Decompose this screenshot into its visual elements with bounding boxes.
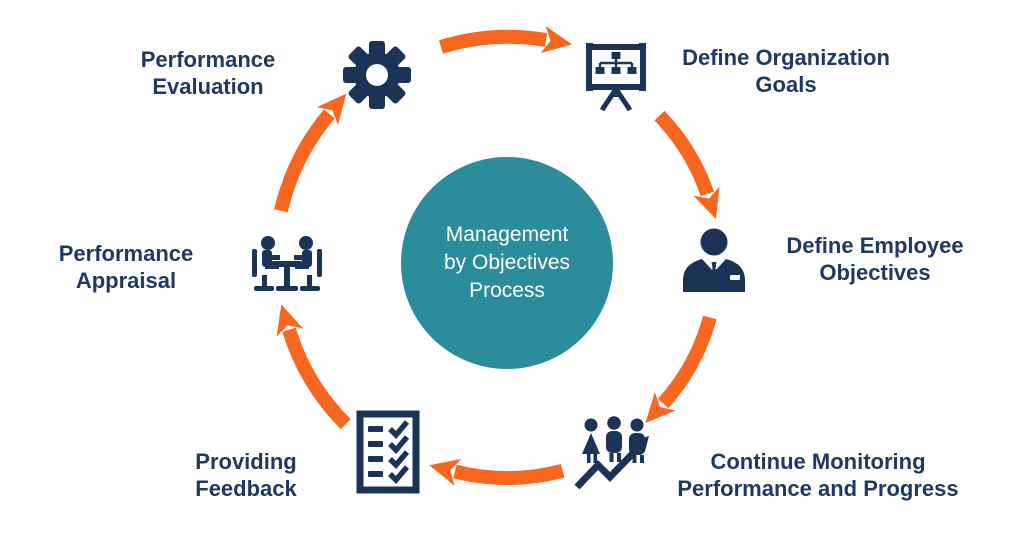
center-circle: Management by Objectives Process [401, 157, 613, 369]
meeting-icon [252, 236, 322, 291]
arrow-appraisal-to-evaluation [274, 93, 347, 213]
presentation-board-icon [586, 43, 646, 112]
arrow-objectives-to-monitoring [645, 315, 717, 424]
label-continue-monitoring: Continue Monitoring Performance and Prog… [677, 449, 959, 501]
arrow-monitoring-to-feedback [429, 458, 565, 486]
team-growth-icon [574, 416, 649, 490]
center-title-line: by Objectives [443, 251, 571, 274]
label-performance-appraisal: Performance Appraisal [58, 241, 194, 293]
checklist-icon [356, 410, 420, 494]
arrow-evaluation-to-goals [438, 25, 573, 54]
label-define-employee-objectives: Define Employee Objectives [786, 233, 964, 285]
center-title-line: Process [469, 279, 545, 302]
label-performance-evaluation: Performance Evaluation [140, 47, 276, 99]
label-define-organization-goals: Define Organization Goals [682, 45, 890, 97]
gear-icon [343, 41, 411, 109]
center-title-line: Management [445, 223, 569, 246]
arrow-goals-to-objectives [654, 110, 720, 220]
arrow-feedback-to-appraisal [276, 304, 351, 430]
label-providing-feedback: Providing Feedback [195, 449, 297, 501]
businessman-icon [683, 228, 745, 292]
